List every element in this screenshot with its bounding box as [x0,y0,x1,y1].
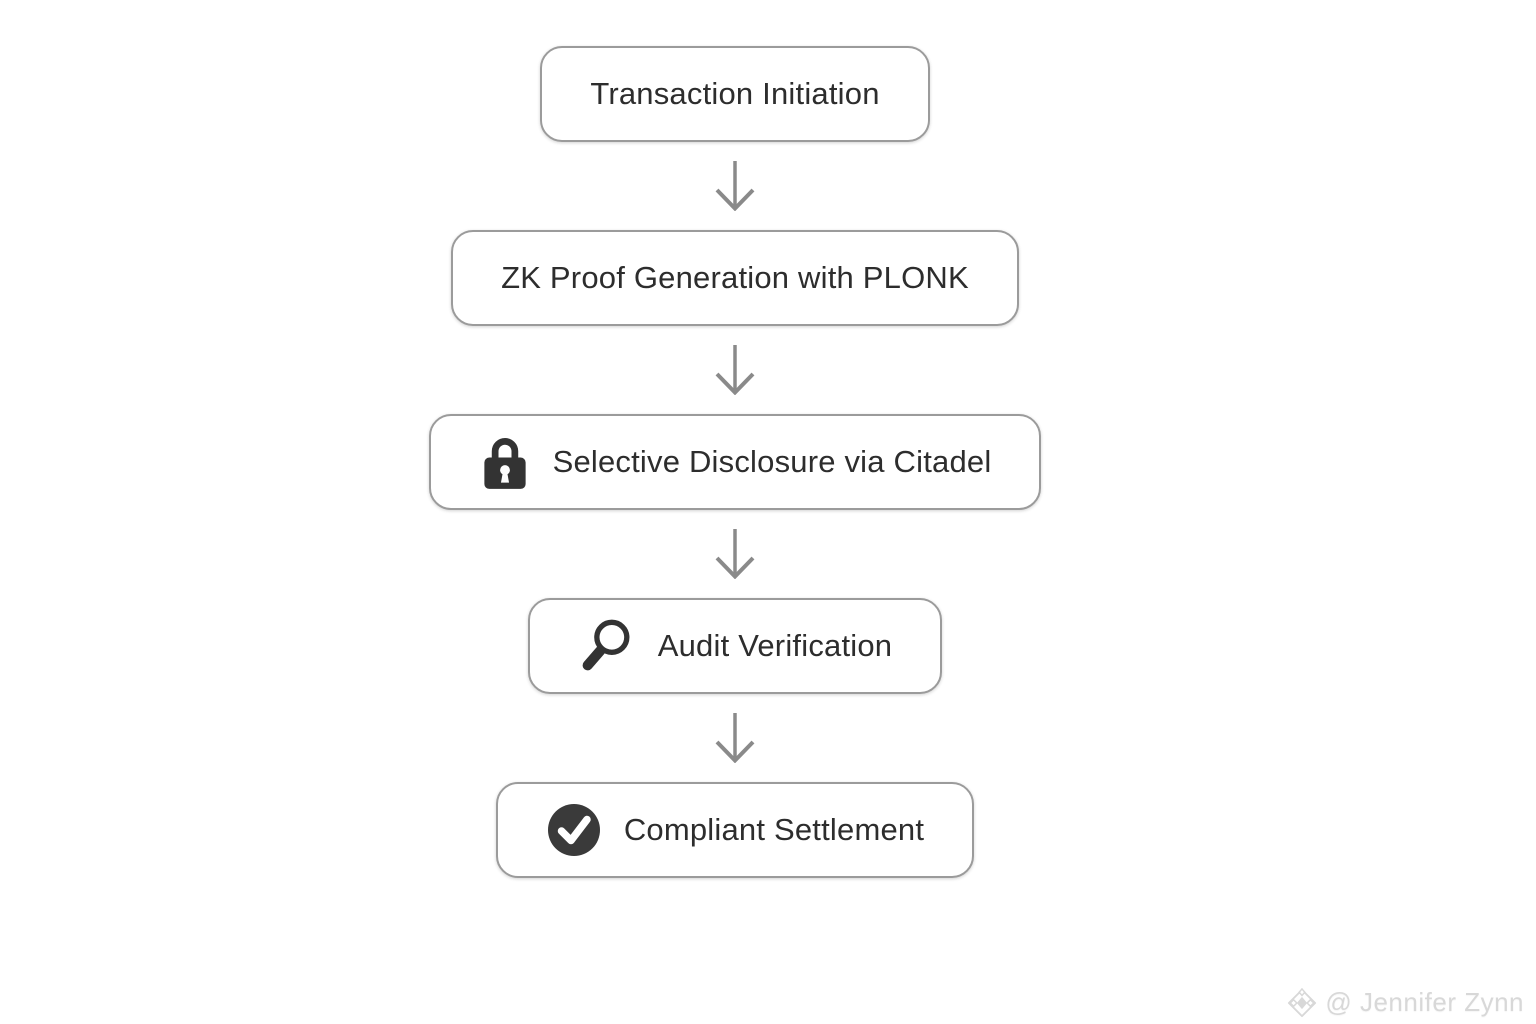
flow-node-audit-verification: Audit Verification [527,598,943,694]
down-arrow-icon [711,161,759,211]
flow-node-compliant-settlement: Compliant Settlement [495,782,975,878]
gem-icon [1287,987,1317,1018]
watermark-text: @ Jennifer Zynn [1325,987,1524,1017]
check-circle-icon [546,802,602,858]
flow-node-selective-disclosure: Selective Disclosure via Citadel [428,414,1042,510]
down-arrow-icon [711,529,759,579]
watermark: @ Jennifer Zynn [1287,987,1524,1018]
flow-node-label: Audit Verification [657,628,893,663]
down-arrow-icon [711,713,759,763]
lock-icon [479,428,531,496]
search-icon [578,615,636,677]
flow-node-label: Selective Disclosure via Citadel [552,444,992,479]
flowchart: Transaction Initiation ZK Proof Generatio… [0,46,1503,878]
flow-node-label: ZK Proof Generation with PLONK [501,260,969,295]
flow-node-transaction-initiation: Transaction Initiation [540,46,930,142]
flow-node-zk-proof-generation: ZK Proof Generation with PLONK [451,230,1019,326]
flow-node-label: Transaction Initiation [590,76,880,111]
down-arrow-icon [711,345,759,395]
flow-node-label: Compliant Settlement [623,812,925,847]
